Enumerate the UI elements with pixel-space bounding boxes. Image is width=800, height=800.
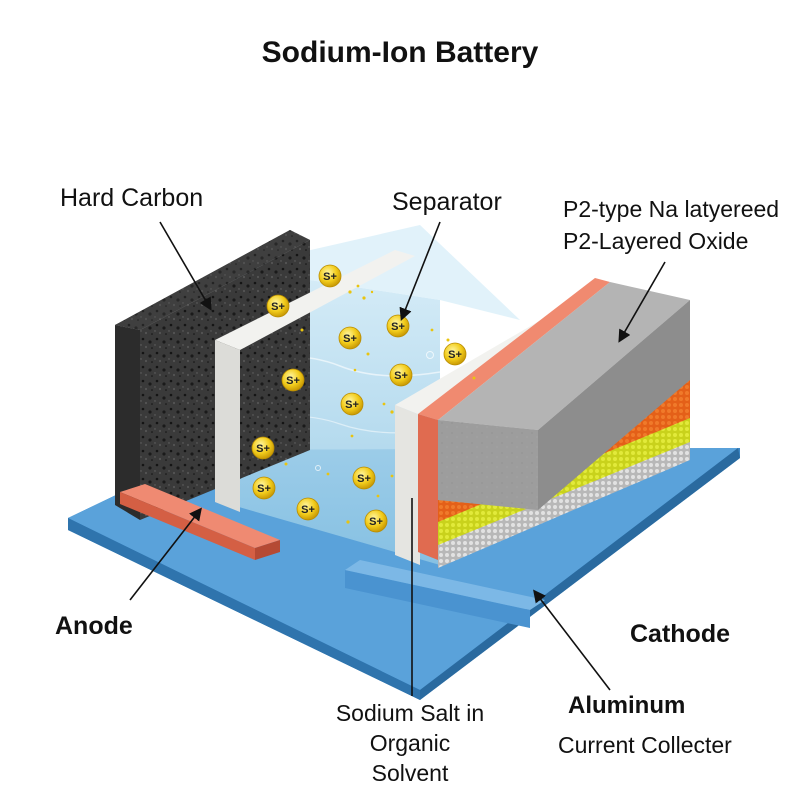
sodium-ion (266, 294, 290, 318)
callout-lines (129, 221, 666, 696)
sodium-ion-label: S+ (343, 333, 357, 345)
cathode-aluminum-bar (345, 560, 545, 628)
anode-side-separator (215, 250, 415, 512)
ion-trail-dots (284, 284, 476, 524)
sodium-ion (364, 509, 388, 533)
label-anode: Anode (55, 612, 133, 640)
label-separator: Separator (392, 188, 502, 216)
sodium-ion-label: S+ (448, 349, 462, 361)
sodium-ion-label: S+ (391, 321, 405, 333)
callout-separator (399, 221, 441, 321)
sodium-ion-label: S+ (301, 504, 315, 516)
sodium-ion-label: S+ (286, 375, 300, 387)
sodium-ion (318, 264, 342, 288)
label-aluminum: Aluminum (568, 692, 686, 719)
diagram-title: Sodium-Ion Battery (261, 36, 539, 69)
label-cathode: Cathode (630, 620, 730, 648)
sodium-ion (252, 476, 276, 500)
sodium-ion (251, 436, 275, 460)
sodium-ion (338, 326, 362, 350)
sodium-ion-label: S+ (369, 516, 383, 528)
label-electrolyte-line2: Organic (369, 730, 451, 756)
callout-cathode-oxide (618, 261, 666, 343)
label-cathode-material-line1: P2-type Na latyereed (563, 196, 780, 222)
callout-aluminum (533, 589, 611, 691)
sodium-ion (443, 342, 467, 366)
sodium-ion-label: S+ (271, 301, 285, 313)
sodium-ion (281, 368, 305, 392)
sodium-ion-group: S+ S+ S+ S+ S+ S+ S+ S+ S+ S+ S+ S+ S+ (251, 264, 467, 533)
callout-anode (129, 507, 202, 601)
sodium-ion (340, 392, 364, 416)
sodium-ion-label: S+ (357, 473, 371, 485)
label-current-collector: Current Collecter (558, 732, 732, 758)
sodium-ion (296, 497, 320, 521)
sodium-ion-label: S+ (394, 370, 408, 382)
cathode-oxide-block (438, 282, 690, 510)
sodium-ion-label: S+ (345, 399, 359, 411)
cathode-orange-strip (418, 278, 610, 560)
sodium-ion-label: S+ (323, 271, 337, 283)
label-cathode-material-line2: P2-Layered Oxide (563, 228, 749, 254)
label-electrolyte-line1: Sodium Salt in (335, 700, 485, 726)
label-hard-carbon: Hard Carbon (60, 184, 204, 212)
sodium-ion (352, 466, 376, 490)
sodium-ion-label: S+ (257, 483, 271, 495)
label-electrolyte-line3: Solvent (371, 760, 449, 786)
callout-hard-carbon (159, 221, 212, 311)
sodium-ion-label: S+ (256, 443, 270, 455)
sodium-ion (389, 363, 413, 387)
